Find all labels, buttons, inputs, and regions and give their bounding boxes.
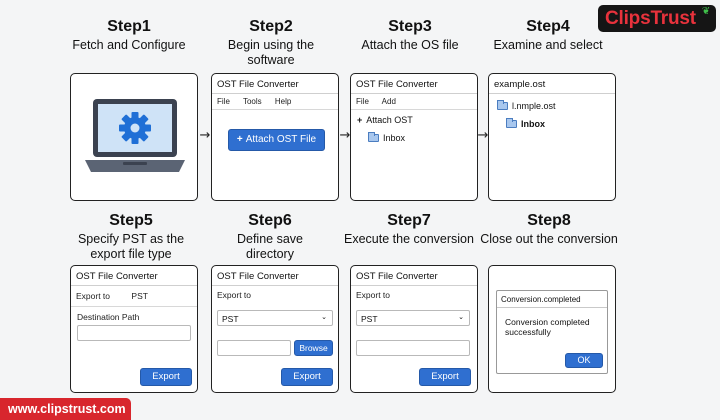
arrow-icon: → <box>477 128 489 143</box>
menu-add[interactable]: Add <box>381 97 396 106</box>
step-number: Step2 <box>249 18 293 35</box>
destination-path-label: Destination Path <box>77 312 140 322</box>
export-format-select[interactable]: PST ⌄ <box>356 310 470 326</box>
window-title: OST File Converter <box>71 266 197 286</box>
step-6-title: Step6 Define save directory <box>200 212 340 262</box>
inbox-folder-item[interactable]: Inbox <box>506 118 545 129</box>
leaf-icon: ❦ <box>701 6 710 17</box>
step-number: Step6 <box>248 212 292 229</box>
export-button[interactable]: Export <box>281 368 333 386</box>
website-url[interactable]: www.clipstrust.com <box>0 398 131 420</box>
step-6-card: OST File Converter Export to PST ⌄ Brows… <box>211 265 339 393</box>
export-button[interactable]: Export <box>419 368 471 386</box>
step-8-title: Step8 Close out the conversion <box>476 212 622 247</box>
step-4-card: example.ost l.nmple.ost Inbox <box>488 73 616 201</box>
arrow-icon: → <box>339 128 351 143</box>
plus-icon: + <box>236 134 243 145</box>
step-5-title: Step5 Specify PST as the export file typ… <box>61 212 201 262</box>
browse-button[interactable]: Browse <box>294 340 333 356</box>
menubar: File Add <box>351 94 477 110</box>
step-number: Step1 <box>107 18 151 35</box>
logo-text: ClipsTrust <box>605 8 696 29</box>
step-7-title: Step7 Execute the conversion <box>339 212 479 247</box>
select-value: PST <box>222 314 239 324</box>
step-description: Close out the conversion <box>480 232 618 246</box>
window-title: OST File Converter <box>351 74 477 94</box>
step-3-title: Step3 Attach the OS file <box>340 18 480 53</box>
arrow-icon: → <box>199 128 211 143</box>
step-number: Step3 <box>388 18 432 35</box>
save-directory-input[interactable] <box>356 340 470 356</box>
step-2-title: Step2 Begin using the software <box>201 18 341 68</box>
step-7-card: OST File Converter Export to PST ⌄ Expor… <box>350 265 478 393</box>
ost-file-item[interactable]: l.nmple.ost <box>497 100 556 111</box>
folder-icon <box>497 100 508 110</box>
completion-dialog: Conversion.completed Conversion complete… <box>496 290 608 374</box>
step-2-card: OST File Converter File Tools Help +Atta… <box>211 73 339 201</box>
window-title: OST File Converter <box>212 266 338 286</box>
menu-tools[interactable]: Tools <box>242 97 262 106</box>
chevron-down-icon: ⌄ <box>458 313 464 321</box>
window-title: OST File Converter <box>351 266 477 286</box>
step-4-title: Step4 Examine and select <box>478 18 618 53</box>
folder-label: Inbox <box>521 119 545 129</box>
step-8-card: Conversion.completed Conversion complete… <box>488 265 616 393</box>
window-title: example.ost <box>489 74 615 94</box>
step-number: Step8 <box>527 212 571 229</box>
export-to-label: Export to <box>356 290 391 300</box>
save-directory-input[interactable] <box>217 340 291 356</box>
step-number: Step5 <box>109 212 153 229</box>
step-description: Fetch and Configure <box>72 38 186 52</box>
window-title: OST File Converter <box>212 74 338 94</box>
export-to-value: PST <box>131 291 148 301</box>
export-button[interactable]: Export <box>140 368 192 386</box>
laptop-gear-icon <box>85 99 185 172</box>
step-description: Examine and select <box>493 38 603 52</box>
step-1-title: Step1 Fetch and Configure <box>59 18 199 53</box>
step-description: Begin using the software <box>227 38 315 67</box>
step-5-card: OST File Converter Export to PST Destina… <box>70 265 198 393</box>
menubar: File Tools Help <box>212 94 338 110</box>
attach-ost-item[interactable]: +Attach OST <box>357 115 413 125</box>
select-value: PST <box>361 314 378 324</box>
file-label: l.nmple.ost <box>512 101 556 111</box>
step-description: Define save directory <box>236 232 303 261</box>
chevron-down-icon: ⌄ <box>321 313 327 321</box>
export-to-label: Export to <box>76 291 111 301</box>
dialog-title: Conversion.completed <box>497 291 607 308</box>
ok-button[interactable]: OK <box>565 353 603 368</box>
folder-icon <box>506 118 517 128</box>
export-to-label: Export to <box>217 290 252 300</box>
menu-file[interactable]: File <box>356 97 369 106</box>
step-1-card <box>70 73 198 201</box>
inbox-folder-item[interactable]: Inbox <box>368 132 406 143</box>
step-description: Specify PST as the export file type <box>77 232 185 261</box>
step-description: Execute the conversion <box>344 232 474 246</box>
button-label: Attach OST File <box>245 134 317 145</box>
folder-label: Inbox <box>383 133 406 143</box>
menu-help[interactable]: Help <box>274 97 292 106</box>
step-3-card: OST File Converter File Add +Attach OST … <box>350 73 478 201</box>
step-description: Attach the OS file <box>361 38 459 52</box>
attach-ost-file-button[interactable]: +Attach OST File <box>228 129 325 151</box>
export-to-row: Export to PST <box>71 286 197 307</box>
attach-ost-label: Attach OST <box>366 115 413 125</box>
folder-icon <box>368 132 379 142</box>
step-number: Step7 <box>387 212 431 229</box>
dialog-message: Conversion completed successfully <box>505 317 590 337</box>
plus-icon: + <box>357 115 363 125</box>
export-format-select[interactable]: PST ⌄ <box>217 310 333 326</box>
menu-file[interactable]: File <box>217 97 230 106</box>
clipstrust-logo: ClipsTrust ❦ <box>598 5 716 32</box>
step-number: Step4 <box>526 18 570 35</box>
destination-path-input[interactable] <box>77 325 191 341</box>
